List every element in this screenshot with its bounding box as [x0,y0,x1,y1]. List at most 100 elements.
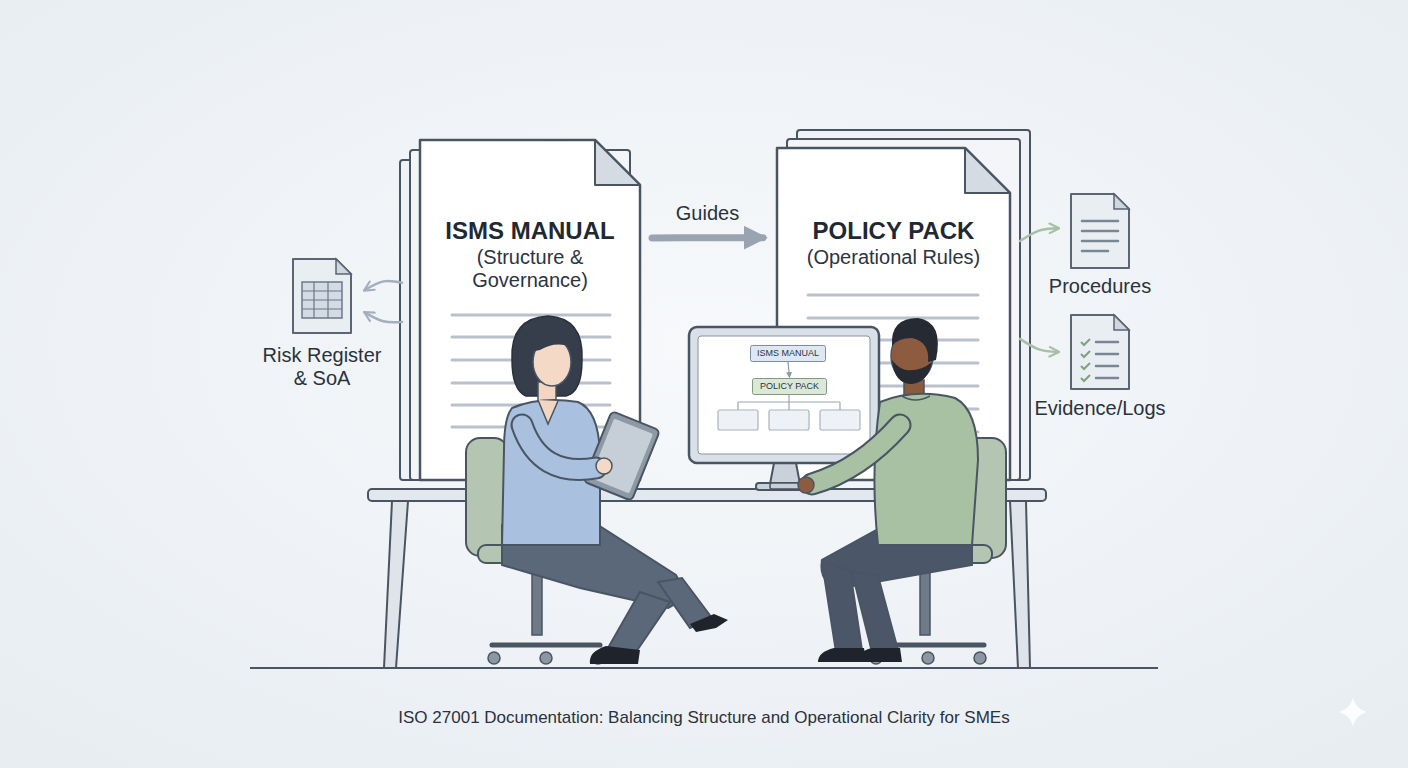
monitor-neck [770,463,800,484]
tablet-screen [590,418,653,493]
man-figure [798,318,978,662]
arm [522,425,596,470]
hand [798,477,814,493]
chair-wheel [870,652,882,664]
file-icon [1071,194,1129,268]
file-outline [1071,194,1129,268]
box-label: POLICY PACK [760,381,819,392]
desk-leg [1010,501,1030,668]
desk [368,489,1046,668]
arm-outline [522,425,596,470]
computer-monitor [689,327,879,490]
text-placeholder-line [452,382,610,385]
hair [892,318,938,362]
text-placeholder-line [452,404,610,407]
icon-label-stack: Risk Register & SoA [260,344,385,390]
shin [658,578,712,628]
table-lines [302,282,342,318]
shin [822,562,862,652]
text-stack: ISMS MANUAL(Structure & Governance) [420,216,640,292]
chair-wheel [922,652,934,664]
collar [902,396,930,400]
keyboard [770,483,830,489]
shoe [818,648,866,662]
text-stack: POLICY PACK [752,378,827,395]
file-fold [1114,315,1129,330]
box-outline [751,346,826,362]
office-chair [852,438,1006,664]
arm-outline [812,425,900,484]
text-placeholder-line [808,339,978,342]
text-placeholder-line [808,294,978,297]
back-page [400,160,620,480]
screen-box: ISMS MANUAL [750,345,826,362]
text-placeholder-line [808,317,978,320]
back-page [787,139,1020,480]
check-mark [1081,351,1090,357]
shoe [856,648,902,662]
text-placeholder-line [808,385,978,388]
document-subtitle: (Operational Rules) [789,246,999,269]
caption: ISO 27001 Documentation: Balancing Struc… [0,706,1408,730]
monitor-base [756,483,814,490]
link-arrow [1020,228,1058,241]
file-icon [293,259,351,333]
icon-label: Risk Register & SoA [260,344,385,390]
shoe [690,614,728,632]
face [533,338,571,386]
icon-label-stack: Evidence/Logs [1015,397,1185,420]
link-arrow [365,281,402,290]
file-icon [1071,315,1129,389]
text-stack: POLICY PACK(Operational Rules) [777,216,1010,269]
torso [874,394,978,545]
chair-back [466,438,508,556]
empty-box [769,410,809,430]
neck [904,380,924,400]
text-placeholder-line [452,426,610,429]
collar [538,400,558,424]
chair-wheel [974,652,986,664]
box-outline [753,379,827,395]
chair-post [920,563,930,635]
evidence-icon: Evidence/Logs [1062,314,1138,424]
file-outline [293,259,351,333]
text-lines [1082,221,1118,251]
chair-base [872,643,984,648]
icon-label-stack: Procedures [1015,275,1185,298]
risk-register-icon: Risk Register & SoA [284,258,360,388]
document-fold [595,140,640,185]
shoe [590,646,640,664]
desk-leg [384,501,408,668]
text-line [1096,377,1118,380]
floor-line [250,667,1158,669]
thigh [821,525,972,588]
table-grid [302,282,342,318]
hair-fringe [530,329,574,352]
procedures-icon: Procedures [1062,193,1138,303]
monitor-bezel [689,327,879,463]
chair-wheel [540,652,552,664]
icon-label: Procedures [1015,275,1185,298]
back-page [410,150,630,480]
icon-label: Evidence/Logs [1015,397,1185,420]
monitor-screen [698,336,870,454]
document-heading: POLICY PACK [789,216,999,246]
arm [812,425,900,484]
hand [596,458,612,474]
chair-wheel [488,652,500,664]
text-stack: ISMS MANUAL [750,345,826,362]
woman-figure [502,316,728,664]
tablet [583,411,660,501]
node-shape [420,140,640,480]
chair-base [492,643,600,648]
thigh [502,525,681,608]
office-chair [466,438,604,664]
text-placeholder-line [452,314,610,317]
link-arrow [365,313,402,323]
tablet-body [583,411,660,501]
link-arrow [1020,339,1058,352]
